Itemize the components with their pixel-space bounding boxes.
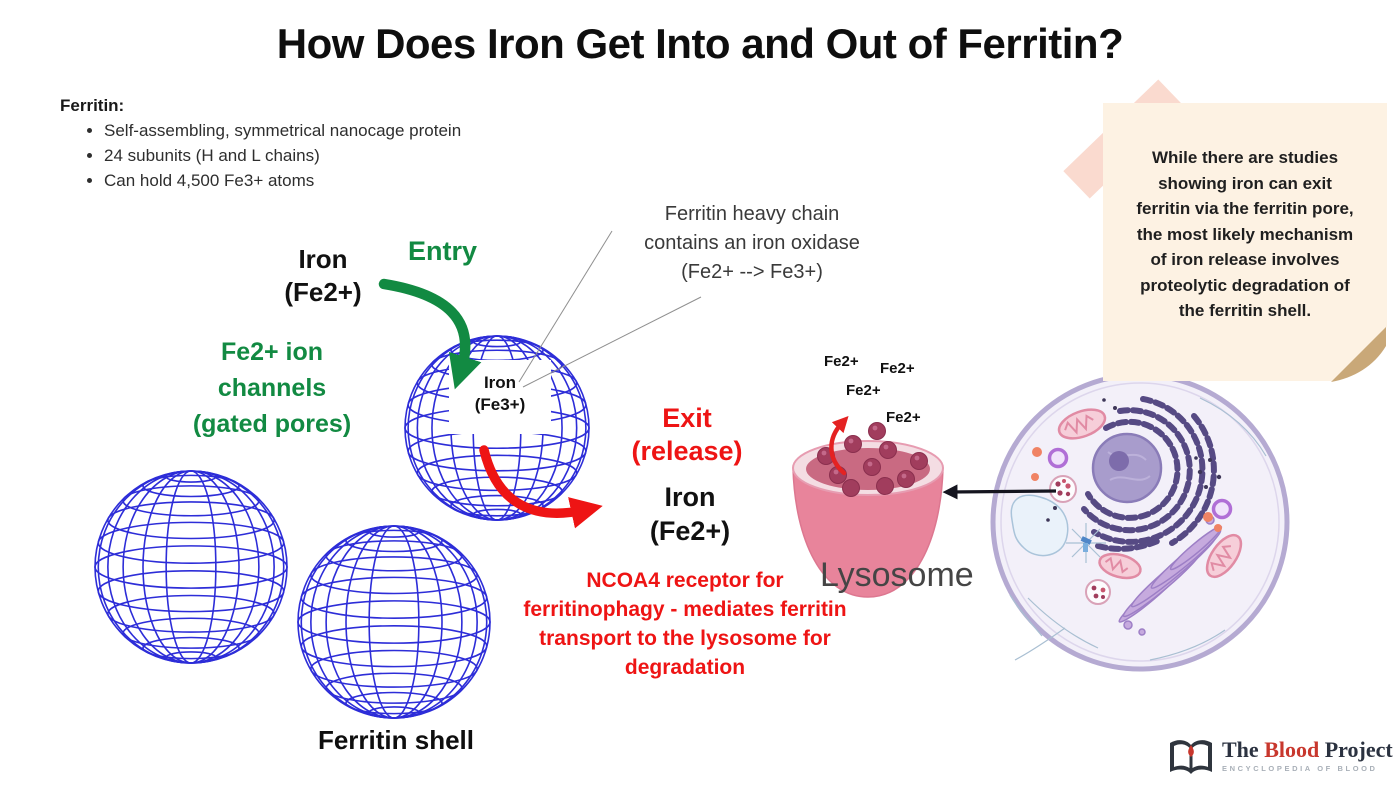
endosome bbox=[1047, 447, 1069, 469]
fe2-ion-label: Fe2+ bbox=[886, 409, 921, 426]
ferritin-shell-sphere-left bbox=[94, 470, 288, 664]
lysosome-label: Lysosome bbox=[820, 556, 974, 594]
logo-text: The Blood Project ENCYCLOPEDIA OF BLOOD bbox=[1222, 736, 1393, 773]
vacuole bbox=[1010, 494, 1069, 557]
open-book-icon bbox=[1170, 740, 1212, 774]
exit-arrow bbox=[479, 445, 603, 529]
mitochondrion bbox=[1057, 408, 1243, 580]
sticky-note: While there are studies showing iron can… bbox=[1103, 103, 1387, 381]
facts-item: Self-assembling, symmetrical nanocage pr… bbox=[104, 121, 461, 141]
ion-channels-label: Fe2+ ion channels (gated pores) bbox=[192, 338, 352, 438]
peroxisomes bbox=[1031, 447, 1222, 532]
ferritin-facts: Ferritin: Self-assembling, symmetrical n… bbox=[60, 96, 461, 196]
ribosomes bbox=[1046, 398, 1222, 522]
endoplasmic-reticulum bbox=[1081, 396, 1217, 552]
blood-project-logo: The Blood Project ENCYCLOPEDIA OF BLOOD bbox=[1168, 736, 1393, 778]
ncoa4-note: NCOA4 receptor for ferritinophagy - medi… bbox=[523, 569, 847, 679]
iron-release-arrow bbox=[829, 415, 849, 476]
iron-fe2-entry-label: Iron (Fe2+) bbox=[284, 244, 362, 307]
fe2-ion-label: Fe2+ bbox=[880, 360, 915, 377]
golgi-apparatus bbox=[1118, 515, 1223, 636]
sticky-note-fold bbox=[1331, 327, 1386, 382]
nucleolus bbox=[1109, 451, 1129, 471]
logo-word: The bbox=[1222, 737, 1259, 762]
exit-label: Exit (release) bbox=[631, 403, 743, 466]
fe2-ion-label: Fe2+ bbox=[846, 382, 881, 399]
oxidase-note: Ferritin heavy chain contains an iron ox… bbox=[644, 203, 860, 283]
logo-word: Blood bbox=[1264, 737, 1320, 762]
page-title: How Does Iron Get Into and Out of Ferrit… bbox=[276, 20, 1124, 67]
sphere-core-label: Iron (Fe3+) bbox=[474, 373, 526, 414]
pointer-line bbox=[518, 230, 613, 383]
iron-granules bbox=[817, 422, 928, 497]
cytoskeleton bbox=[1009, 397, 1267, 661]
fe2-ion-label: Fe2+ bbox=[824, 353, 859, 370]
cell-lysosome bbox=[1049, 475, 1111, 605]
logo-word: Project bbox=[1324, 737, 1393, 762]
ferritin-shell-sphere-middle bbox=[297, 525, 491, 719]
endosome bbox=[1211, 498, 1233, 520]
ferritin-shell-label: Ferritin shell bbox=[317, 725, 475, 755]
cell-illustration bbox=[990, 372, 1290, 672]
pointer-line bbox=[522, 296, 702, 388]
facts-list: Self-assembling, symmetrical nanocage pr… bbox=[60, 121, 461, 191]
facts-item: 24 subunits (H and L chains) bbox=[104, 146, 461, 166]
facts-item: Can hold 4,500 Fe3+ atoms bbox=[104, 171, 461, 191]
blood-drop-icon bbox=[1188, 745, 1194, 757]
lysosome-pointer-arrow bbox=[942, 484, 1057, 500]
sticky-note-text: While there are studies showing iron can… bbox=[1136, 148, 1354, 320]
iron-fe2-exit-label: Iron (Fe2+) bbox=[649, 482, 731, 546]
entry-arrow bbox=[378, 278, 482, 390]
entry-label: Entry bbox=[408, 236, 478, 266]
nucleus bbox=[1091, 432, 1163, 504]
logo-tagline: ENCYCLOPEDIA OF BLOOD bbox=[1222, 764, 1378, 773]
centrosome bbox=[1066, 523, 1106, 563]
lysosome-illustration bbox=[792, 415, 944, 598]
facts-heading: Ferritin: bbox=[60, 96, 125, 115]
